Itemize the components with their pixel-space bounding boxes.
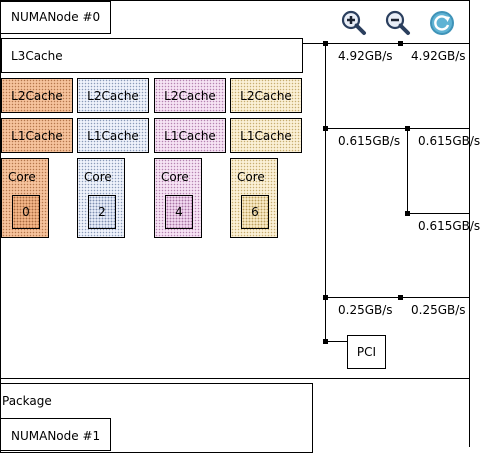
package-label: Package [2, 394, 52, 408]
link-row2 [325, 128, 470, 129]
processing-unit-2[interactable]: 2 [88, 195, 116, 229]
l1-cache-0[interactable]: L1Cache [1, 118, 73, 153]
l1-cache-label: L1Cache [240, 128, 292, 143]
core-label: Core [161, 170, 189, 184]
numa-node-0-header[interactable]: NUMANode #0 [0, 1, 111, 34]
core-label: Core [8, 170, 36, 184]
l1-cache-2[interactable]: L1Cache [77, 118, 149, 153]
zoom-in-button[interactable] [340, 9, 368, 37]
l1-cache-label: L1Cache [11, 128, 63, 143]
bus-node [323, 41, 328, 46]
l2-cache-label: L2Cache [164, 88, 216, 103]
link-l3-to-bus [303, 43, 325, 44]
refresh-icon [430, 11, 454, 35]
pu-number: 6 [251, 205, 259, 219]
core-label: Core [84, 170, 112, 184]
link-row3 [407, 213, 470, 214]
numa-node-1-label: NUMANode #1 [11, 429, 101, 443]
branch-vertical [407, 128, 408, 213]
frame-left-border [0, 0, 1, 447]
l1-cache-label: L1Cache [164, 128, 216, 143]
frame-top-border [0, 0, 470, 1]
processing-unit-4[interactable]: 4 [165, 195, 193, 229]
link-to-pci [325, 341, 347, 342]
processing-unit-6[interactable]: 6 [241, 195, 269, 229]
zoom-in-icon [341, 10, 366, 35]
bandwidth-label: 0.615GB/s [418, 134, 480, 148]
zoom-out-icon [385, 10, 410, 35]
l3-cache[interactable]: L3Cache [1, 38, 303, 73]
pci-label: PCI [356, 345, 377, 359]
bus-node [323, 339, 328, 344]
l2-cache-4[interactable]: L2Cache [154, 78, 226, 113]
pu-number: 2 [98, 205, 106, 219]
bandwidth-label: 0.25GB/s [338, 303, 393, 317]
l2-cache-2[interactable]: L2Cache [77, 78, 149, 113]
bandwidth-label: 0.25GB/s [411, 303, 466, 317]
pci-device[interactable]: PCI [347, 335, 386, 369]
core-6[interactable]: Core 6 [230, 158, 278, 238]
bandwidth-label: 4.92GB/s [338, 49, 393, 63]
bus-node [398, 41, 403, 46]
section-divider [0, 378, 470, 379]
l1-cache-label: L1Cache [87, 128, 139, 143]
l2-cache-label: L2Cache [240, 88, 292, 103]
bus-node [323, 126, 328, 131]
bandwidth-label: 4.92GB/s [411, 49, 466, 63]
core-4[interactable]: Core 4 [154, 158, 202, 238]
l1-cache-6[interactable]: L1Cache [230, 118, 302, 153]
core-2[interactable]: Core 2 [77, 158, 125, 238]
link-row4 [325, 297, 470, 298]
link-row1 [325, 43, 470, 44]
refresh-button[interactable] [428, 9, 456, 37]
bandwidth-label: 0.615GB/s [418, 219, 480, 233]
l3-cache-label: L3Cache [11, 49, 63, 63]
core-label: Core [237, 170, 265, 184]
l1-cache-4[interactable]: L1Cache [154, 118, 226, 153]
numa-node-1-header[interactable]: NUMANode #1 [0, 418, 111, 451]
pu-number: 0 [22, 205, 30, 219]
frame-right-border [469, 0, 470, 447]
bus-node [323, 295, 328, 300]
l2-cache-label: L2Cache [87, 88, 139, 103]
zoom-out-button[interactable] [384, 9, 412, 37]
core-0[interactable]: Core 0 [1, 158, 49, 238]
l2-cache-6[interactable]: L2Cache [230, 78, 302, 113]
l2-cache-0[interactable]: L2Cache [1, 78, 73, 113]
bus-node [398, 295, 403, 300]
pu-number: 4 [175, 205, 183, 219]
bus-node [405, 211, 410, 216]
io-bus-vertical [325, 43, 326, 341]
numa-node-0-label: NUMANode #0 [11, 10, 101, 24]
bandwidth-label: 0.615GB/s [338, 134, 401, 148]
processing-unit-0[interactable]: 0 [12, 195, 40, 229]
l2-cache-label: L2Cache [11, 88, 63, 103]
